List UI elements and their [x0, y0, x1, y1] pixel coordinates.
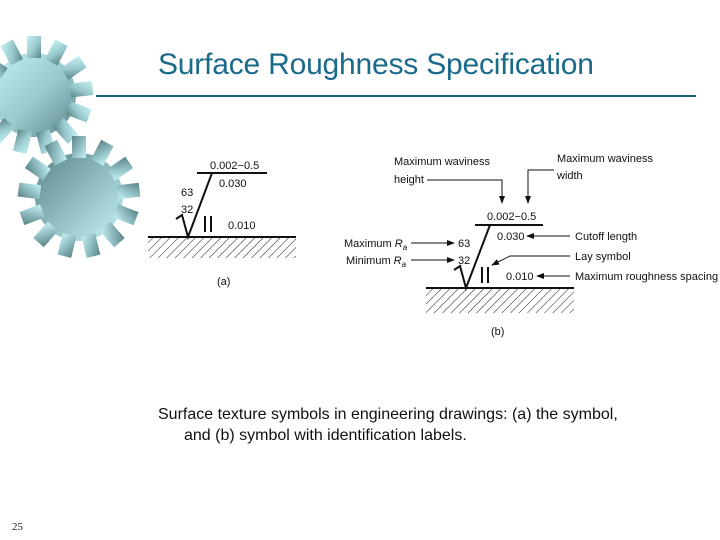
surface-hatch-a [148, 238, 296, 258]
b-cutoff: 0.030 [497, 231, 525, 243]
roughness-symbol-a-icon [175, 172, 213, 241]
a-label: (a) [217, 276, 230, 288]
surface-texture-figure: 0.002−0.5 0.030 63 32 0.010 (a) 0.002−0.… [148, 153, 718, 338]
callout-max-roughness-spacing: Maximum roughness spacing [575, 271, 718, 283]
title-underline [96, 95, 696, 97]
lower-gear-icon [17, 136, 141, 258]
a-max-ra: 63 [181, 187, 193, 199]
callout-minimum-ra: Minimum Ra [346, 255, 407, 269]
a-waviness: 0.002−0.5 [210, 160, 259, 172]
roughness-symbol-b-icon [453, 224, 491, 292]
callout-lay-symbol: Lay symbol [575, 251, 631, 263]
gears-decoration-icon [0, 36, 141, 258]
page-number: 25 [12, 521, 23, 533]
b-min-ra: 32 [458, 255, 470, 267]
a-min-ra: 32 [181, 204, 193, 216]
b-label: (b) [491, 326, 504, 338]
figure-b: 0.002−0.5 0.030 63 32 0.010 (b) Maximum … [344, 153, 718, 338]
caption-line-2: and (b) symbol with identification label… [184, 427, 467, 444]
slide-title: Surface Roughness Specification [158, 48, 594, 81]
callout-maximum-ra: Maximum Ra [344, 238, 408, 252]
upper-gear-icon [0, 36, 94, 154]
callout-max-waviness-width-2: width [556, 170, 583, 182]
callout-max-waviness-width-1: Maximum waviness [557, 153, 653, 165]
figure-caption: Surface texture symbols in engineering d… [158, 404, 618, 446]
a-roughness-spacing: 0.010 [228, 220, 256, 232]
b-waviness: 0.002−0.5 [487, 211, 536, 223]
a-cutoff: 0.030 [219, 178, 247, 190]
figure-a: 0.002−0.5 0.030 63 32 0.010 (a) [148, 160, 296, 288]
b-roughness-spacing: 0.010 [506, 271, 534, 283]
callout-max-waviness-height-2: height [394, 174, 424, 186]
callout-cutoff-length: Cutoff length [575, 231, 637, 243]
b-max-ra: 63 [458, 238, 470, 250]
surface-hatch-b [426, 289, 574, 313]
callout-max-waviness-height-1: Maximum waviness [394, 156, 490, 168]
caption-line-1: Surface texture symbols in engineering d… [158, 406, 618, 423]
